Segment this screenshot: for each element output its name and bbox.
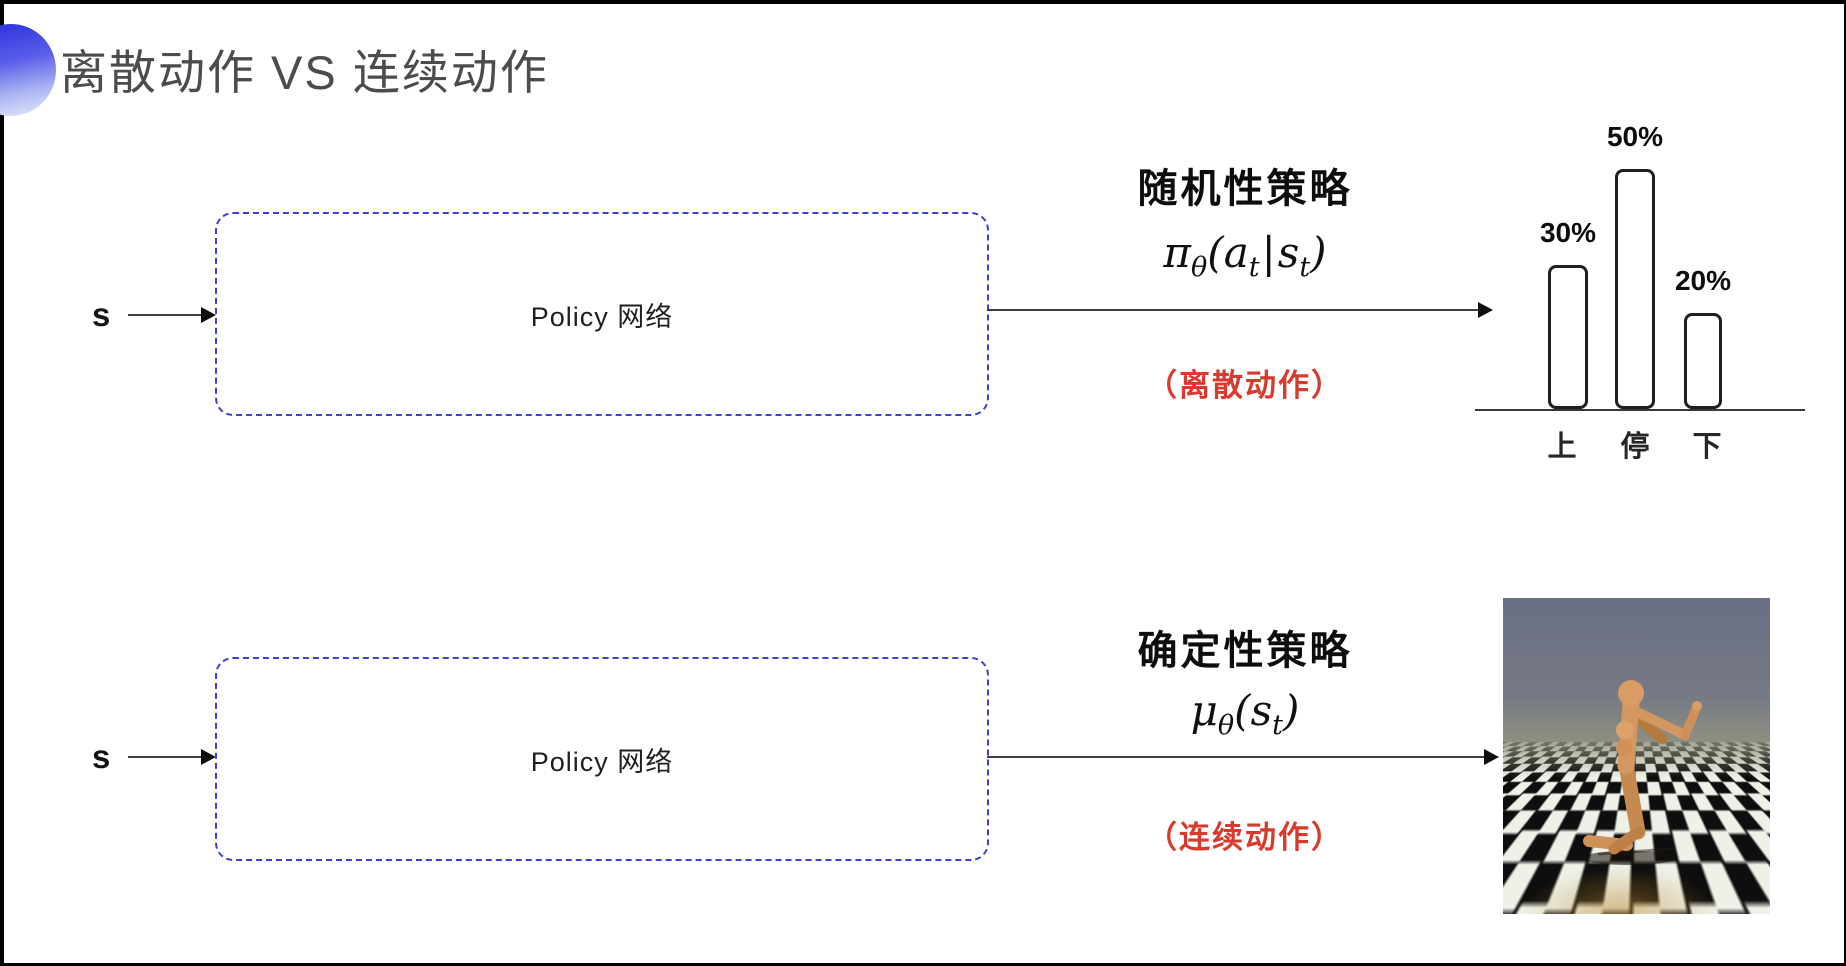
humanoid-figure	[1582, 680, 1702, 865]
state-input-label-bottom: s	[92, 738, 111, 775]
output-arrow-line-bottom	[987, 756, 1485, 758]
slide-title: 离散动作 VS 连续动作	[60, 46, 549, 99]
formula-theta-sub2: θ	[1217, 710, 1235, 741]
stochastic-policy-formula: πθ(at|st)	[1045, 228, 1445, 283]
formula-pi: π	[1163, 228, 1192, 277]
formula-mu: μ	[1190, 686, 1218, 735]
input-arrow-head-top	[201, 307, 216, 323]
output-arrow-head-bottom	[1484, 749, 1499, 765]
deterministic-policy-formula: μθ(st)	[1045, 686, 1445, 741]
policy-network-label-top: Policy 网络	[530, 301, 674, 332]
formula-state-arg2: s	[1250, 686, 1273, 735]
frame-edge-left	[0, 0, 4, 966]
output-arrow-head-top	[1478, 302, 1493, 318]
humanoid-simulation-image	[1503, 598, 1770, 914]
formula-open-paren2: (	[1234, 686, 1251, 735]
horizon-haze	[1503, 742, 1770, 782]
policy-network-box-top: Policy 网络	[215, 212, 989, 416]
action-distribution-chart: 30% 50% 20% 上 停 下	[1475, 100, 1805, 463]
formula-close-paren2: )	[1282, 686, 1300, 735]
bar-up	[1548, 265, 1588, 409]
output-arrow-line-top	[987, 309, 1479, 311]
formula-given-bar: |	[1261, 228, 1276, 277]
input-arrow-line-bottom	[128, 756, 204, 758]
input-arrow-head-bottom	[201, 749, 216, 765]
state-input-label-top: s	[92, 296, 111, 333]
bar-stop	[1615, 169, 1655, 409]
discrete-action-label: （离散动作）	[1146, 368, 1344, 403]
formula-state-arg: s	[1277, 228, 1300, 277]
deterministic-policy-title: 确定性策略	[1137, 629, 1353, 673]
formula-action-sub: t	[1248, 252, 1260, 283]
frame-edge-top	[0, 0, 1846, 4]
frame-edge-bottom	[0, 963, 1846, 966]
formula-close-paren: )	[1310, 228, 1327, 277]
bar-value-label-up: 30%	[1539, 217, 1597, 248]
frame-edge-right	[1844, 0, 1846, 966]
chart-x-axis	[1475, 409, 1805, 411]
bar-category-up: 上	[1547, 431, 1577, 463]
formula-open-paren: (	[1207, 228, 1224, 277]
stochastic-policy-title: 随机性策略	[1137, 167, 1353, 211]
formula-action-arg: a	[1223, 228, 1249, 277]
bar-down	[1684, 313, 1722, 409]
policy-network-box-bottom: Policy 网络	[215, 657, 989, 861]
policy-network-label-bottom: Policy 网络	[530, 746, 674, 777]
bar-category-stop: 停	[1620, 431, 1650, 463]
input-arrow-line-top	[128, 314, 204, 316]
formula-state-sub2: t	[1272, 710, 1283, 741]
bar-category-down: 下	[1692, 431, 1722, 463]
formula-state-sub: t	[1299, 252, 1311, 283]
bar-value-label-stop: 50%	[1606, 121, 1664, 152]
continuous-action-label: （连续动作）	[1146, 820, 1344, 855]
bar-value-label-down: 20%	[1674, 265, 1732, 296]
formula-theta-sub: θ	[1191, 252, 1208, 283]
title-bullet-icon	[0, 24, 56, 116]
